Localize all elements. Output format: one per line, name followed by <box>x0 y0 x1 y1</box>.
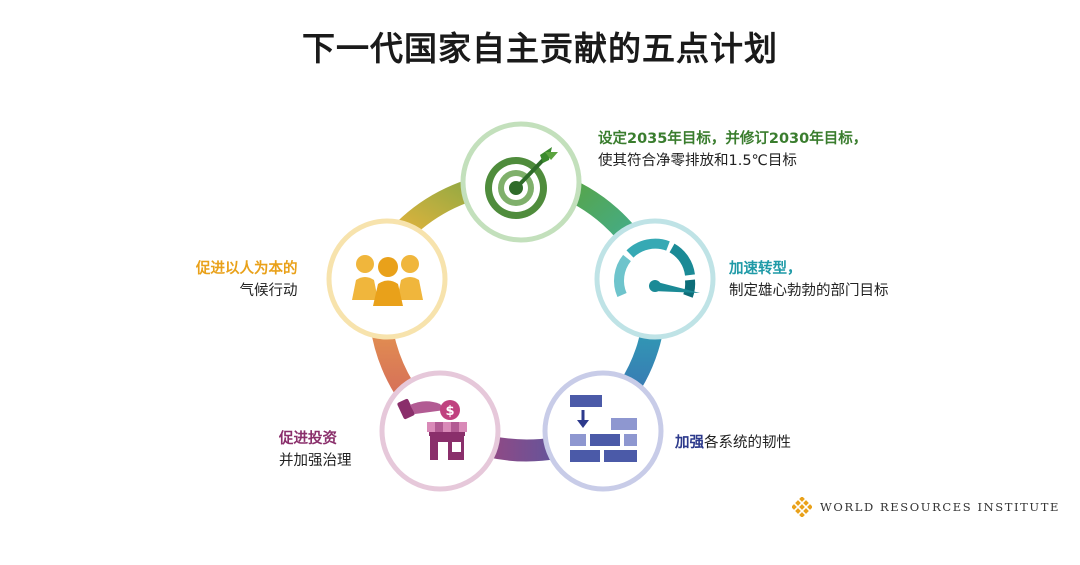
label-people-line1: 促进以人为本的 <box>196 261 298 277</box>
node-people <box>326 218 448 340</box>
label-system-bold: 加强 <box>675 435 704 451</box>
node-speed <box>594 218 716 340</box>
label-invest-line1: 促进投资 <box>279 431 337 447</box>
wri-logo: WORLD RESOURCES INSTITUTE <box>792 497 1060 517</box>
page-title: 下一代国家自主贡献的五点计划 <box>302 29 778 68</box>
label-speed-line1: 加速转型， <box>729 261 802 277</box>
node-system <box>542 370 664 492</box>
label-system: 加强各系统的韧性 <box>675 432 791 454</box>
speedometer-icon <box>614 238 700 298</box>
node-invest: $ <box>379 370 501 492</box>
target-arrow-icon <box>485 147 558 219</box>
node-target <box>460 121 582 243</box>
label-speed-line2: 制定雄心勃勃的部门目标 <box>729 283 889 299</box>
label-people: 促进以人为本的 气候行动 <box>196 258 298 302</box>
label-target-line2: 使其符合净零排放和1.5℃目标 <box>598 153 797 169</box>
label-invest-line2: 并加强治理 <box>279 453 352 469</box>
wri-logo-icon <box>792 497 812 517</box>
label-people-line2: 气候行动 <box>239 283 298 299</box>
label-target-line1: 设定2035年目标，并修订2030年目标， <box>598 131 868 147</box>
investment-shop-icon: $ <box>397 398 467 460</box>
svg-text:$: $ <box>445 404 454 419</box>
label-system-rest: 各系统的韧性 <box>704 435 791 451</box>
wri-logo-text: WORLD RESOURCES INSTITUTE <box>820 500 1060 514</box>
label-invest: 促进投资 并加强治理 <box>279 428 352 472</box>
label-target: 设定2035年目标，并修订2030年目标， 使其符合净零排放和1.5℃目标 <box>598 128 867 172</box>
bricks-icon <box>570 395 637 462</box>
people-group-icon <box>352 255 423 306</box>
label-speed: 加速转型， 制定雄心勃勃的部门目标 <box>729 258 889 302</box>
